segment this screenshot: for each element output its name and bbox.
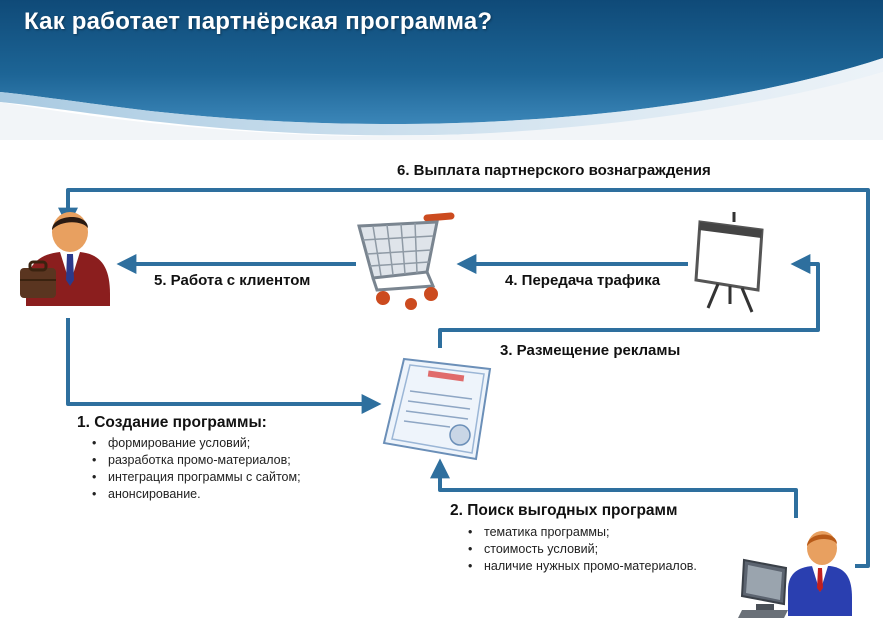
presentation-board-icon	[694, 212, 764, 313]
step1-title: 1. Создание программы:	[77, 414, 267, 431]
arrow-step2	[430, 458, 798, 518]
list-item: интеграция программы с сайтом;	[86, 469, 301, 486]
list-item: анонсирование.	[86, 486, 301, 503]
arrow-step1	[66, 318, 382, 414]
page-title: Как работает партнёрская программа?	[24, 8, 493, 35]
list-item: наличие нужных промо-материалов.	[462, 558, 697, 575]
list-item: разработка промо-материалов;	[86, 452, 301, 469]
step2-title: 2. Поиск выгодных программ	[450, 502, 678, 519]
arrow-step3	[438, 254, 820, 348]
list-item: стоимость условий;	[462, 541, 697, 558]
step1-list: формирование условий; разработка промо-м…	[86, 435, 301, 503]
header-band	[0, 0, 883, 140]
computer-user-icon	[738, 531, 852, 618]
businessman-icon	[20, 212, 110, 306]
step5-title: 5. Работа с клиентом	[154, 272, 311, 289]
step2-list: тематика программы; стоимость условий; н…	[462, 524, 697, 575]
shopping-cart-icon	[357, 212, 455, 310]
step3-title: 3. Размещение рекламы	[500, 342, 681, 359]
step6-title: 6. Выплата партнерского вознаграждения	[397, 162, 711, 179]
certificate-icon	[382, 357, 492, 461]
arrow-step6	[58, 188, 870, 568]
list-item: тематика программы;	[462, 524, 697, 541]
list-item: формирование условий;	[86, 435, 301, 452]
step4-title: 4. Передача трафика	[505, 272, 661, 289]
